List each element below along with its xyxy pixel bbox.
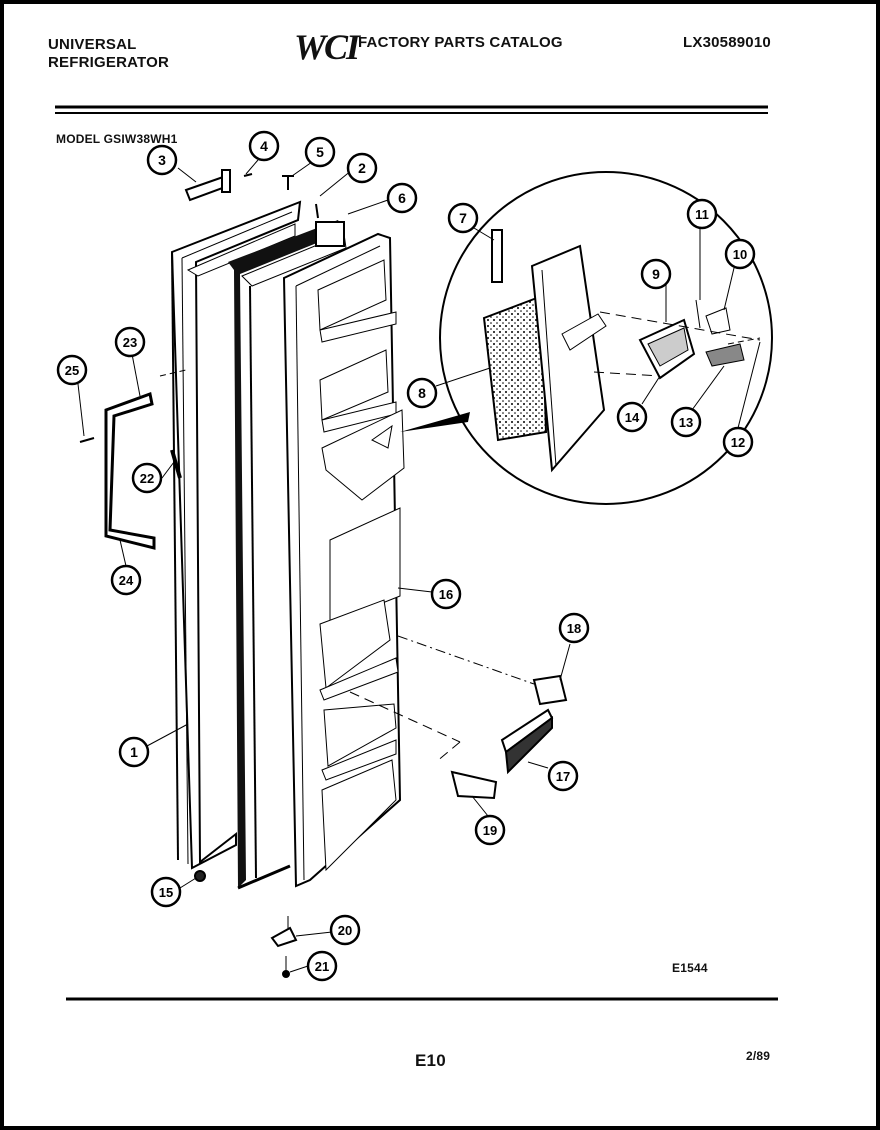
diagram-code: E1544 [672,961,708,975]
callout-number: 23 [123,335,137,350]
callout-6: 6 [386,182,418,214]
callout-circle [640,258,672,290]
callout-circle [248,130,280,162]
callout-20: 20 [329,914,361,946]
callout-circle [724,238,756,270]
door-handle [79,369,187,550]
callout-number: 5 [316,144,324,160]
callout-circle [110,564,142,596]
callout-11: 11 [686,198,718,230]
callout-22: 22 [131,462,163,494]
callout-number: 4 [260,138,268,154]
callout-circle [146,144,178,176]
callout-circle [474,814,506,846]
callout-10: 10 [724,238,756,270]
callout-21: 21 [306,950,338,982]
callout-number: 7 [459,210,467,226]
callout-circle [329,914,361,946]
callout-circle [447,202,479,234]
callout-circle [114,326,146,358]
callout-circle [304,136,336,168]
callout-circle [346,152,378,184]
outer-door-panel [170,200,302,870]
callout-number: 19 [483,823,497,838]
callout-circle [306,950,338,982]
callout-5: 5 [304,136,336,168]
callout-circle [686,198,718,230]
callout-18: 18 [558,612,590,644]
shelf-clips [349,635,568,800]
callout-circle [616,401,648,433]
callout-9: 9 [640,258,672,290]
callout-13: 13 [670,406,702,438]
page-number: E10 [415,1051,446,1070]
callout-24: 24 [110,564,142,596]
detail-magnifier [400,171,773,505]
brand-line-1: UNIVERSAL [48,36,137,53]
callout-circle [131,462,163,494]
callout-25: 25 [56,354,88,386]
callout-number: 9 [652,266,660,282]
callout-1: 1 [118,736,150,768]
callout-number: 8 [418,385,426,401]
callout-number: 21 [315,959,329,974]
callout-circle [150,876,182,908]
callout-circle [722,426,754,458]
callout-16: 16 [430,578,462,610]
callout-8: 8 [406,377,438,409]
door-liner [282,232,405,888]
callout-circle [670,406,702,438]
callout-circle [547,760,579,792]
callout-14: 14 [616,401,648,433]
manufacturer-label: UNIVERSAL REFRIGERATOR [48,36,169,72]
callout-number: 6 [398,190,406,206]
callout-number: 24 [119,573,134,588]
brand-line-2: REFRIGERATOR [48,54,170,71]
bottom-hinge-parts [194,870,298,978]
callout-circle [430,578,462,610]
catalog-title: FACTORY PARTS CATALOG [358,34,563,51]
wci-logo: WCI [294,27,360,67]
callout-circle [56,354,88,386]
callout-4: 4 [248,130,280,162]
catalog-code: LX30589010 [683,34,771,51]
callout-15: 15 [150,876,182,908]
callout-number: 20 [338,923,352,938]
callout-number: 14 [625,410,640,425]
callout-number: 15 [159,885,173,900]
callout-19: 19 [474,814,506,846]
callout-17: 17 [547,760,579,792]
callout-number: 13 [679,415,693,430]
callout-number: 17 [556,769,570,784]
callout-23: 23 [114,326,146,358]
date-code: 2/89 [746,1049,771,1063]
callout-number: 11 [695,207,709,222]
callout-number: 10 [733,247,747,262]
callout-2: 2 [346,152,378,184]
callout-circle [406,377,438,409]
top-hinge-parts [184,169,345,247]
callout-number: 22 [140,471,154,486]
callout-circle [558,612,590,644]
model-label: MODEL GSIW38WH1 [56,132,178,146]
callout-number: 18 [567,621,581,636]
callout-circle [386,182,418,214]
callout-number: 3 [158,152,166,168]
callout-number: 25 [65,363,79,378]
callout-12: 12 [722,426,754,458]
callout-3: 3 [146,144,178,176]
callout-7: 7 [447,202,479,234]
callout-number: 12 [731,435,745,450]
callout-number: 2 [358,160,366,176]
callout-circle [118,736,150,768]
callout-number: 1 [130,744,138,760]
leader-lines [77,159,761,973]
callout-number: 16 [439,587,453,602]
